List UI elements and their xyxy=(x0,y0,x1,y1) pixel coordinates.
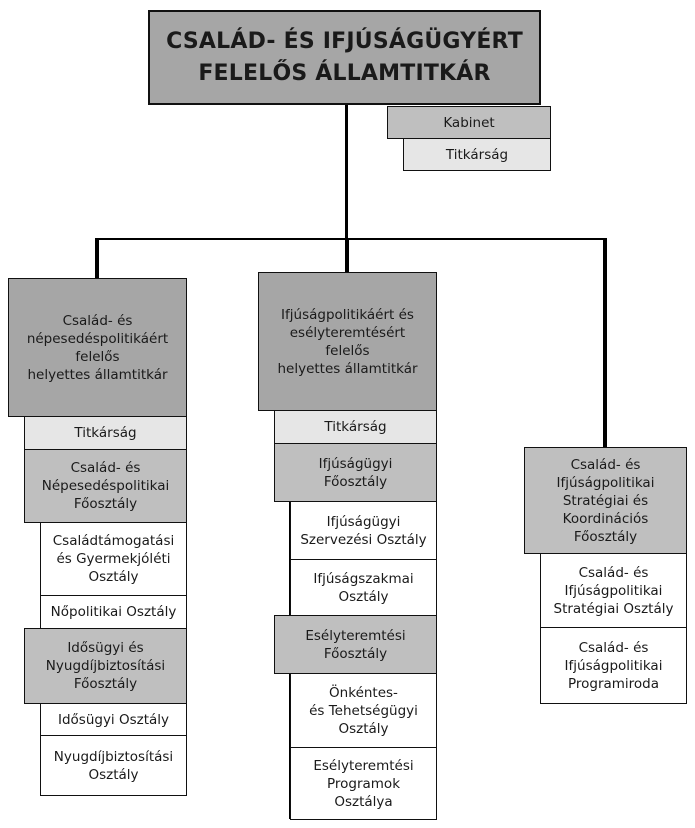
deputy-youth-box: Ifjúságpolitikáért és esélyteremtésért f… xyxy=(258,272,437,411)
strategy-unit-label: Család- és Ifjúságpolitikai Stratégiai O… xyxy=(553,564,674,617)
state-secretary-title: CSALÁD- ÉS IFJÚSÁGÜGYÉRT FELELŐS ÁLLAMTI… xyxy=(166,28,523,86)
elderly-dept-label: Idősügyi és Nyugdíjbiztosítási Főosztály xyxy=(45,640,166,692)
strategy-unit: Család- és Ifjúságpolitikai Stratégiai O… xyxy=(540,553,687,628)
strategy-dept-label: Család- és Ifjúságpolitikai Stratégiai é… xyxy=(556,456,655,545)
state-secretary-box: CSALÁD- ÉS IFJÚSÁGÜGYÉRT FELELŐS ÁLLAMTI… xyxy=(148,10,541,105)
middle-secretariat-box: Titkárság xyxy=(274,410,437,444)
family-dept-label: Család- és Népesedéspolitikai Főosztály xyxy=(41,460,170,512)
youth-prof-unit: Ifjúságszakmai Osztály xyxy=(290,559,437,616)
volunteer-unit-label: Önkéntes- és Tehetségügyi Osztály xyxy=(309,684,418,737)
cabinet-label: Kabinet xyxy=(443,114,495,131)
elderly-unit: Idősügyi Osztály xyxy=(40,703,187,736)
connector-head-down xyxy=(345,104,348,240)
head-secretariat-label: Titkárság xyxy=(445,146,509,163)
volunteer-unit: Önkéntes- és Tehetségügyi Osztály xyxy=(290,673,437,748)
strategy-dept-box: Család- és Ifjúságpolitikai Stratégiai é… xyxy=(524,447,687,554)
left-secretariat-box: Titkárság xyxy=(24,416,187,450)
deputy-family-box: Család- és népesedéspolitikáért felelős … xyxy=(8,278,187,417)
women-policy-label: Nőpolitikai Osztály xyxy=(50,604,177,620)
connector-drop-middle xyxy=(345,238,349,272)
connector-horizontal xyxy=(96,238,607,240)
equal-opp-dept-label: Esélyteremtési Főosztály xyxy=(305,627,406,662)
family-support-unit: Családtámogatási és Gyermekjóléti Osztál… xyxy=(40,522,187,596)
pension-unit: Nyugdíjbiztosítási Osztály xyxy=(40,735,187,796)
equal-opp-programs-unit: Esélyteremtési Programok Osztálya xyxy=(290,747,437,820)
youth-dept-box: Ifjúságügyi Főosztály xyxy=(274,443,437,502)
women-policy-unit: Nőpolitikai Osztály xyxy=(40,595,187,629)
cabinet-box: Kabinet xyxy=(387,106,551,139)
left-secretariat-label: Titkárság xyxy=(74,425,137,441)
program-office-unit: Család- és Ifjúságpolitikai Programiroda xyxy=(540,627,687,704)
youth-org-unit: Ifjúságügyi Szervezési Osztály xyxy=(290,501,437,560)
equal-opp-dept-box: Esélyteremtési Főosztály xyxy=(274,615,437,674)
connector-drop-left xyxy=(95,238,99,278)
family-dept-box: Család- és Népesedéspolitikai Főosztály xyxy=(24,449,187,523)
family-support-label: Családtámogatási és Gyermekjóléti Osztál… xyxy=(52,533,175,585)
pension-unit-label: Nyugdíjbiztosítási Osztály xyxy=(53,748,174,783)
middle-secretariat-label: Titkárság xyxy=(324,419,387,435)
deputy-family-title: Család- és népesedéspolitikáért felelős … xyxy=(26,312,169,383)
program-office-label: Család- és Ifjúságpolitikai Programiroda xyxy=(564,639,663,692)
elderly-dept-box: Idősügyi és Nyugdíjbiztosítási Főosztály xyxy=(24,628,187,704)
head-secretariat-box: Titkárság xyxy=(403,138,551,171)
elderly-unit-label: Idősügyi Osztály xyxy=(57,711,170,728)
youth-dept-label: Ifjúságügyi Főosztály xyxy=(318,455,393,490)
youth-prof-label: Ifjúságszakmai Osztály xyxy=(313,570,414,605)
connector-drop-right xyxy=(603,238,607,447)
youth-org-label: Ifjúságügyi Szervezési Osztály xyxy=(300,513,427,548)
deputy-youth-title: Ifjúságpolitikáért és esélyteremtésért f… xyxy=(277,306,418,377)
equal-opp-programs-label: Esélyteremtési Programok Osztálya xyxy=(313,757,414,810)
